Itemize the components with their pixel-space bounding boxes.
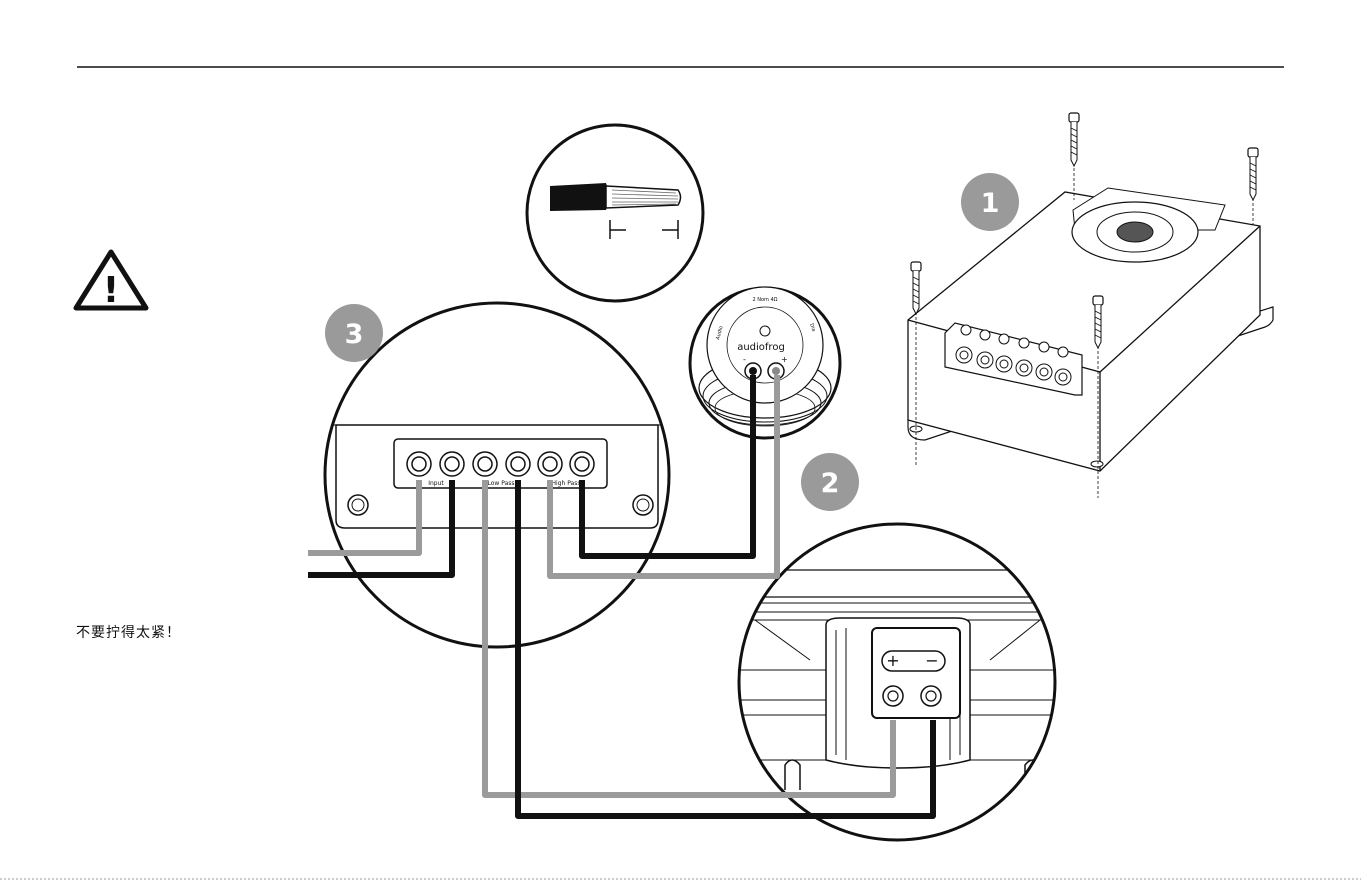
- warning-text: 不要拧得太紧！: [76, 622, 181, 642]
- step-number-1: 1: [981, 188, 1000, 219]
- step-badge-2: 2: [801, 453, 859, 511]
- warning-triangle-icon: !: [76, 252, 146, 311]
- tweeter-plus: +: [781, 355, 788, 364]
- high-pass-label: High Pass: [552, 480, 581, 487]
- woofer-minus: −: [925, 651, 938, 670]
- woofer-terminal-block: [872, 628, 960, 718]
- step-number-2: 2: [821, 468, 840, 499]
- crossover-enclosure: [908, 188, 1273, 471]
- tweeter-minus: -: [743, 355, 746, 364]
- tweeter-detail: 2 Nom 4Ω audiofrog Audio Dia - +: [690, 287, 840, 438]
- stripped-wire-detail: [527, 125, 703, 301]
- crossover-detail: Input Low Pass High Pass: [325, 303, 669, 647]
- step-badge-1: 1: [961, 173, 1019, 231]
- warning-symbol: !: [103, 270, 119, 311]
- step-badge-3: 3: [325, 304, 383, 362]
- screw-icon: [1248, 148, 1258, 225]
- step-number-3: 3: [345, 319, 364, 350]
- input-label: Input: [428, 480, 444, 487]
- tweeter-brand: audiofrog: [737, 342, 785, 353]
- woofer-plus: +: [886, 651, 899, 670]
- tweeter-spec: 2 Nom 4Ω: [752, 297, 777, 303]
- screw-icon: [1069, 113, 1079, 200]
- low-pass-label: Low Pass: [488, 480, 515, 487]
